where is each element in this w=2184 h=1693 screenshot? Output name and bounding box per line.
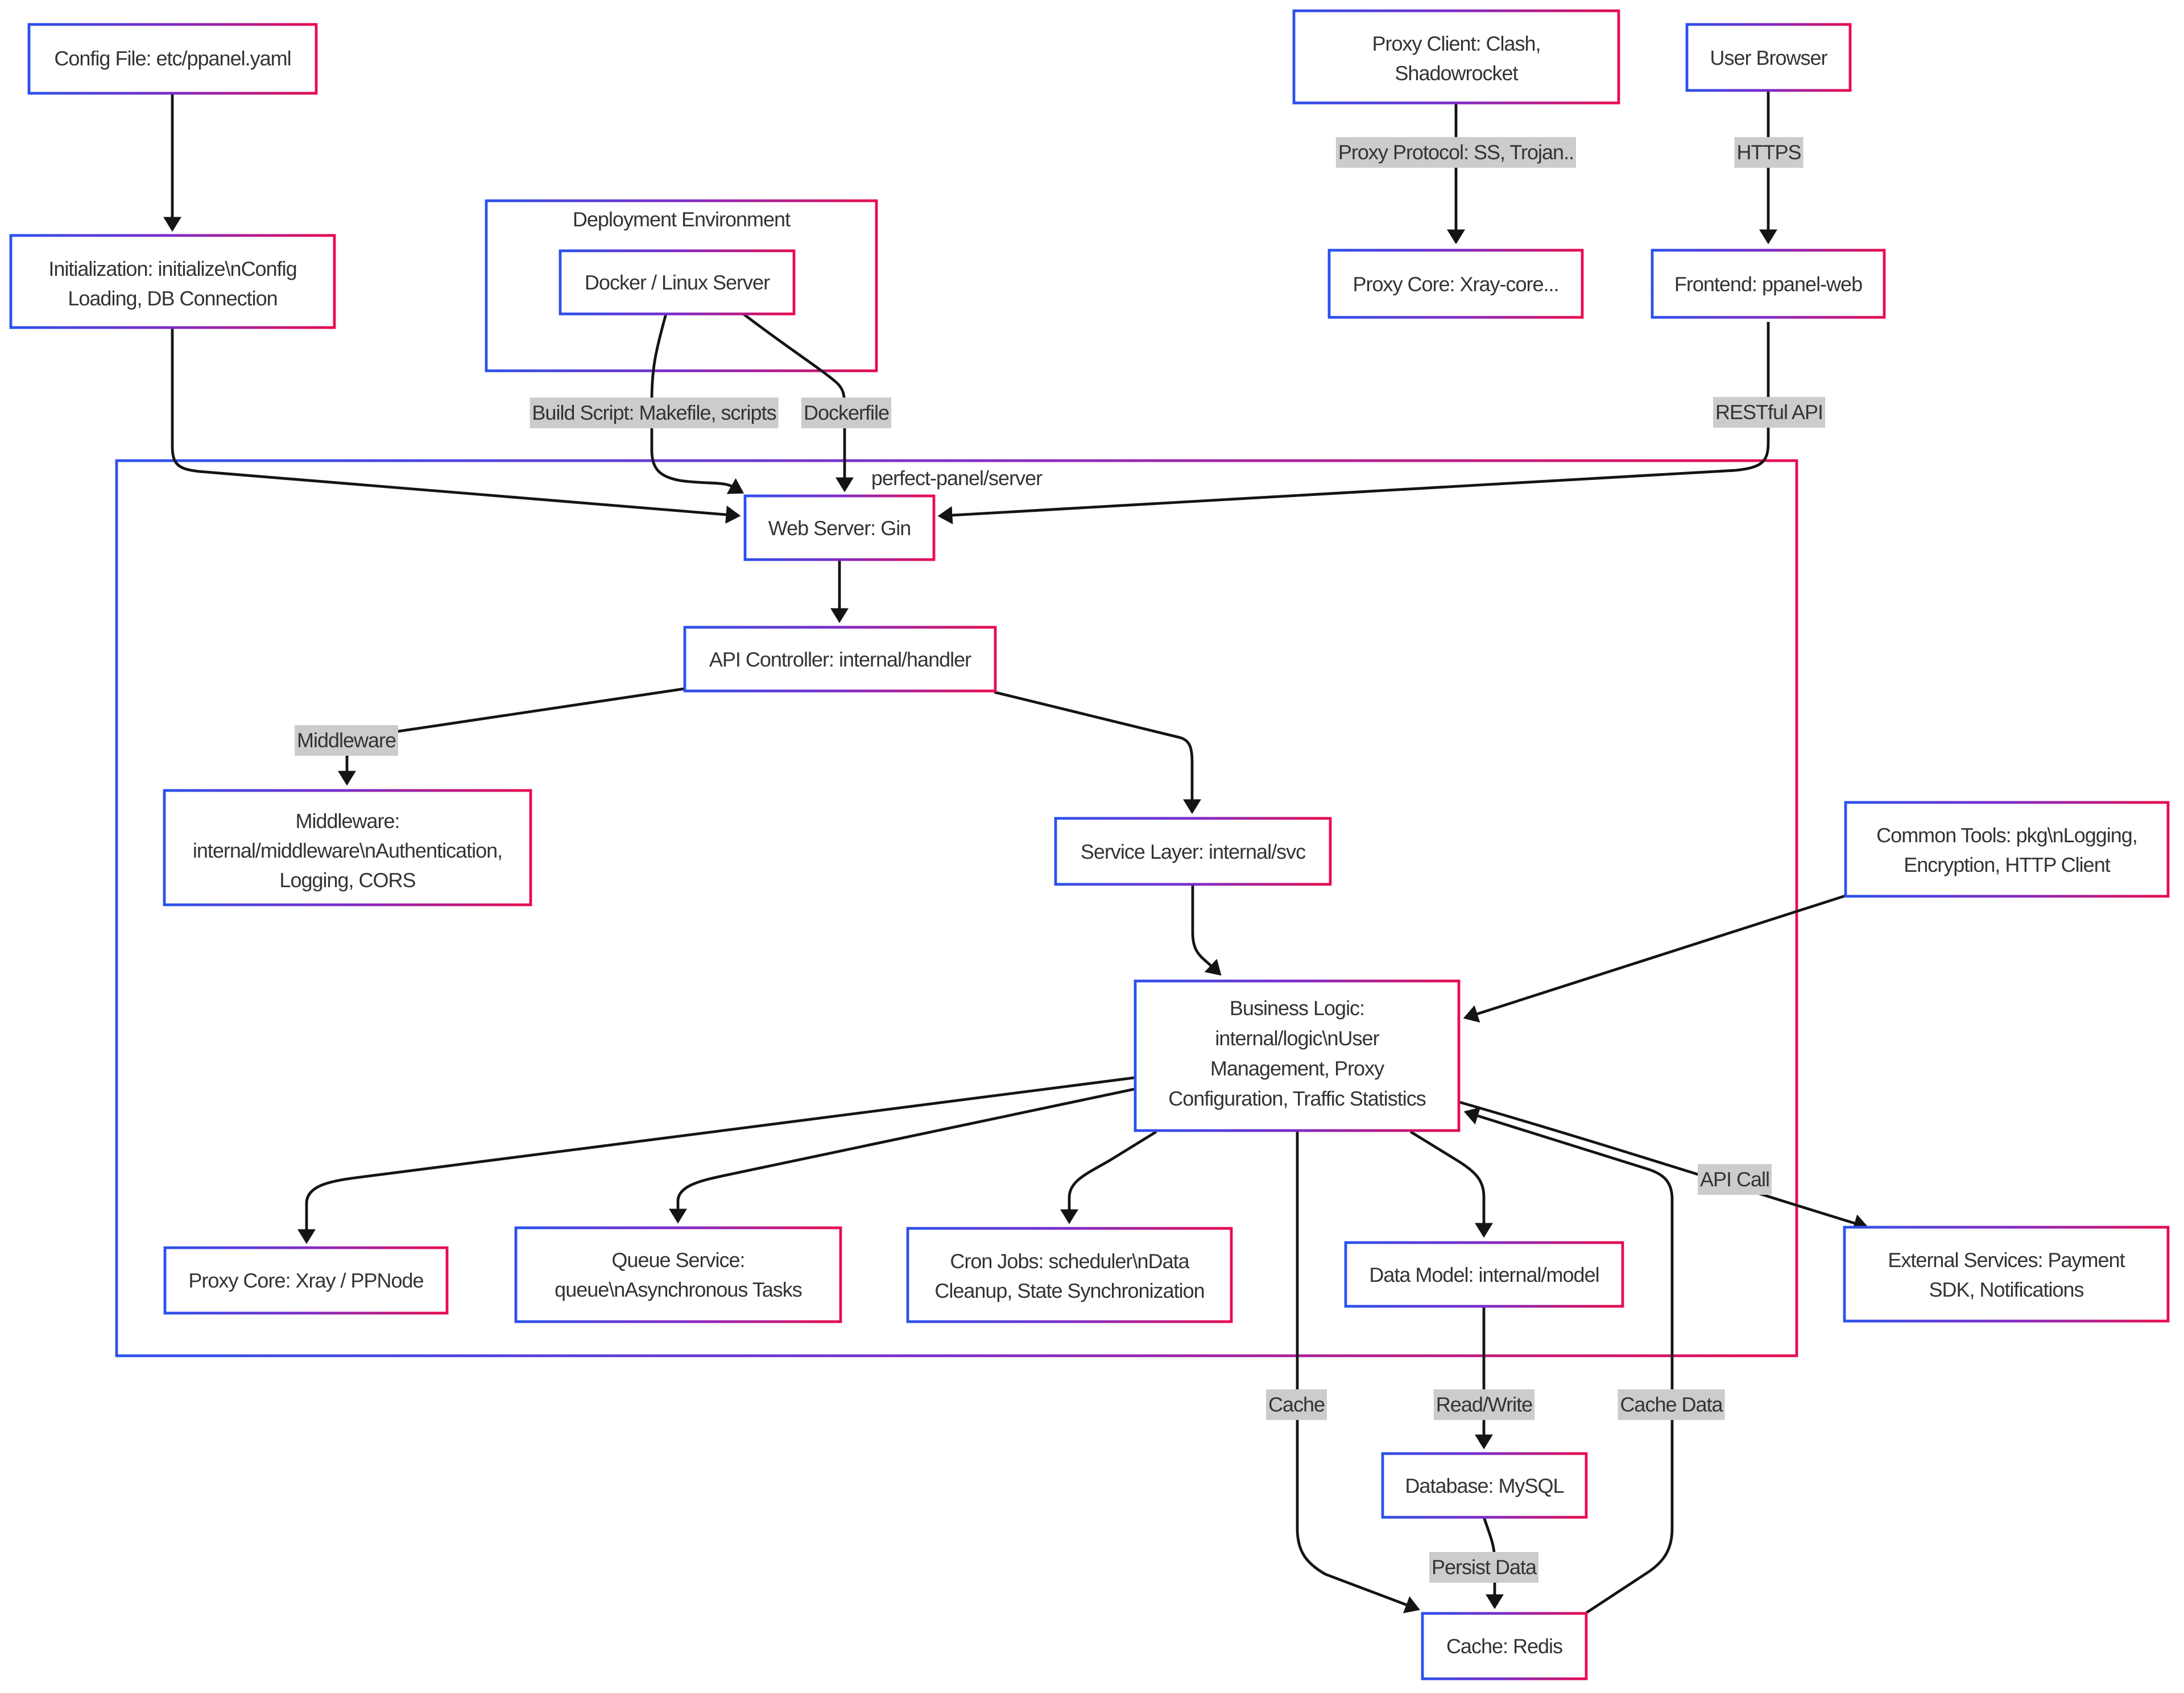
svg-text:SDK, Notifications: SDK, Notifications xyxy=(1929,1278,2083,1301)
svg-text:queue\nAsynchronous Tasks: queue\nAsynchronous Tasks xyxy=(555,1278,802,1301)
svg-text:External Services: Payment: External Services: Payment xyxy=(1888,1248,2125,1272)
svg-text:Deployment Environment: Deployment Environment xyxy=(573,208,791,231)
svg-text:Logging, CORS: Logging, CORS xyxy=(279,868,415,892)
svg-text:API Controller: internal/handl: API Controller: internal/handler xyxy=(709,648,971,671)
svg-text:Common Tools: pkg\nLogging,: Common Tools: pkg\nLogging, xyxy=(1876,823,2137,847)
svg-text:Management, Proxy: Management, Proxy xyxy=(1210,1057,1384,1080)
svg-text:Web Server: Gin: Web Server: Gin xyxy=(768,516,911,540)
svg-text:Encryption, HTTP Client: Encryption, HTTP Client xyxy=(1904,853,2110,876)
svg-text:Cache: Redis: Cache: Redis xyxy=(1446,1634,1562,1658)
svg-text:Loading, DB Connection: Loading, DB Connection xyxy=(68,287,277,310)
svg-text:Cache: Cache xyxy=(1268,1393,1325,1416)
svg-text:internal/logic\nUser: internal/logic\nUser xyxy=(1215,1026,1379,1050)
svg-text:Queue Service:: Queue Service: xyxy=(611,1248,744,1272)
svg-text:Frontend: ppanel-web: Frontend: ppanel-web xyxy=(1674,272,1862,296)
svg-text:RESTful API: RESTful API xyxy=(1715,400,1823,424)
svg-text:Data Model: internal/model: Data Model: internal/model xyxy=(1369,1263,1599,1286)
svg-text:HTTPS: HTTPS xyxy=(1736,140,1801,164)
svg-text:Cron Jobs: scheduler\nData: Cron Jobs: scheduler\nData xyxy=(950,1249,1190,1273)
svg-text:Proxy Core: Xray-core...: Proxy Core: Xray-core... xyxy=(1352,272,1558,296)
svg-text:Cleanup, State Synchronization: Cleanup, State Synchronization xyxy=(934,1279,1204,1302)
svg-text:Business Logic:: Business Logic: xyxy=(1230,996,1364,1020)
svg-text:perfect-panel/server: perfect-panel/server xyxy=(871,466,1043,490)
svg-text:Middleware: Middleware xyxy=(297,728,396,752)
svg-text:Proxy Protocol: SS, Trojan..: Proxy Protocol: SS, Trojan.. xyxy=(1338,140,1574,164)
svg-text:Build Script: Makefile, script: Build Script: Makefile, scripts xyxy=(532,401,776,424)
svg-text:Shadowrocket: Shadowrocket xyxy=(1395,61,1518,85)
svg-text:Persist Data: Persist Data xyxy=(1432,1555,1537,1579)
svg-text:Database: MySQL: Database: MySQL xyxy=(1405,1474,1563,1497)
svg-text:Docker / Linux Server: Docker / Linux Server xyxy=(585,271,770,294)
svg-text:Cache Data: Cache Data xyxy=(1620,1393,1723,1416)
svg-text:Configuration, Traffic Statist: Configuration, Traffic Statistics xyxy=(1168,1087,1426,1110)
svg-text:Service Layer: internal/svc: Service Layer: internal/svc xyxy=(1081,840,1306,863)
svg-text:Dockerfile: Dockerfile xyxy=(804,401,889,424)
svg-text:Proxy Core: Xray / PPNode: Proxy Core: Xray / PPNode xyxy=(188,1269,423,1292)
svg-text:Read/Write: Read/Write xyxy=(1436,1393,1532,1416)
svg-text:API Call: API Call xyxy=(1700,1168,1769,1191)
svg-text:Proxy Client: Clash,: Proxy Client: Clash, xyxy=(1372,32,1540,55)
svg-text:User Browser: User Browser xyxy=(1710,46,1827,69)
svg-text:internal/middleware\nAuthentic: internal/middleware\nAuthentication, xyxy=(193,839,502,862)
svg-text:Initialization: initialize\nCo: Initialization: initialize\nConfig xyxy=(48,257,296,280)
svg-text:Middleware:: Middleware: xyxy=(295,809,399,833)
svg-text:Config File: etc/ppanel.yaml: Config File: etc/ppanel.yaml xyxy=(54,47,291,70)
